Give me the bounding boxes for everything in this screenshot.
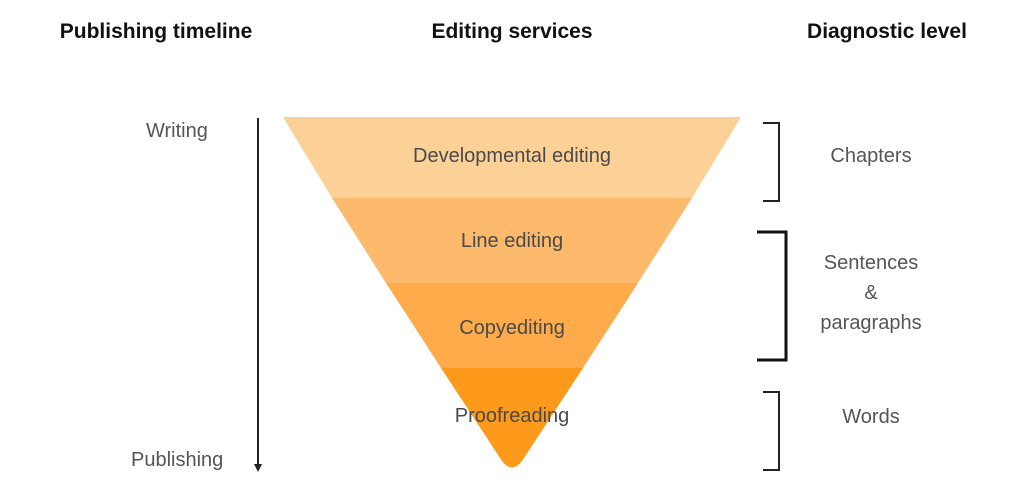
layer-copyediting	[386, 283, 638, 368]
level-sentences-line1: Sentences	[823, 252, 919, 274]
level-sentences-line2: &	[864, 282, 878, 304]
bracket-words	[763, 391, 780, 471]
header-editing-services: Editing services	[431, 20, 593, 43]
level-chapters: Chapters	[830, 145, 912, 167]
header-diagnostic-level: Diagnostic level	[807, 20, 967, 43]
bracket-chapters	[763, 122, 780, 202]
header-publishing-timeline: Publishing timeline	[59, 20, 253, 43]
level-sentences-paragraphs: Sentences & paragraphs	[820, 248, 921, 338]
timeline-arrow-head-icon	[254, 464, 262, 472]
service-label-line-editing: Line editing	[460, 230, 564, 252]
level-sentences-line3: paragraphs	[820, 312, 922, 334]
level-words: Words	[842, 406, 900, 428]
layer-proofreading	[441, 368, 583, 468]
layer-line-editing	[332, 198, 692, 283]
layer-developmental-editing	[283, 117, 741, 198]
service-label-proofreading: Proofreading	[454, 405, 570, 427]
timeline-end-label: Publishing	[131, 449, 224, 471]
service-label-developmental-editing: Developmental editing	[413, 145, 611, 167]
service-label-copyediting: Copyediting	[459, 317, 565, 339]
bracket-sentences-paragraphs	[757, 230, 788, 362]
timeline-start-label: Writing	[146, 120, 208, 142]
